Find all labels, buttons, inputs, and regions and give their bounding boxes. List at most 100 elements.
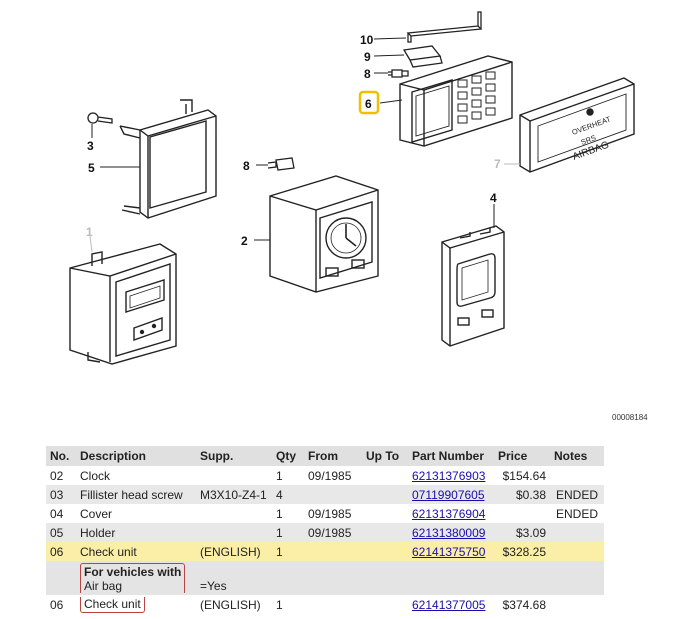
cell-upto [362, 523, 408, 542]
cell-no: 03 [46, 485, 76, 504]
part-number-link[interactable]: 62141375750 [412, 544, 486, 559]
cover-part-7 [519, 77, 635, 173]
cell-qty: 1 [276, 597, 283, 612]
col-header-from: From [304, 446, 362, 466]
note-description-box: Check unit [80, 596, 145, 613]
cell-from [304, 485, 362, 504]
col-header-no: No. [46, 446, 76, 466]
cell-description: Clock [80, 468, 111, 483]
cell-upto [362, 504, 408, 523]
cell-part-number: 62141375750 [408, 542, 494, 561]
digital-clock-part-1 [69, 243, 177, 365]
cell-description: Cover [80, 506, 113, 521]
callout-leaders [89, 37, 520, 253]
cell-supp [196, 504, 272, 523]
cover-part-4 [441, 225, 505, 347]
col-header-supp: Supp. [196, 446, 272, 466]
cell-description: Holder [76, 523, 196, 542]
cell-qty: 1 [276, 468, 283, 483]
note-condition: For vehicles with [84, 565, 182, 579]
check-unit-part-6 [399, 55, 513, 147]
cell-qty: 1 [272, 542, 304, 561]
cell-no: 06 [50, 597, 64, 612]
cell-notes: ENDED [555, 506, 598, 521]
callout-8-middle[interactable]: 8 [243, 159, 250, 173]
callout-7[interactable]: 7 [494, 157, 501, 171]
table-row: 02 Clock 1 09/1985 62131376903 $154.64 [46, 466, 604, 485]
parts-table: No. Description Supp. Qty From Up To Par… [46, 446, 604, 614]
table-row: 04 Cover 1 09/1985 62131376904 ENDED [46, 504, 604, 523]
cell-upto [362, 466, 408, 485]
cell-notes [550, 523, 604, 542]
cell-part-number: 07119907605 [408, 485, 494, 504]
note-option: Air bag [84, 579, 123, 593]
col-header-upto: Up To [362, 446, 408, 466]
callout-6[interactable]: 6 [365, 97, 372, 111]
table-row: 03 Fillister head screw M3X10-Z4-1 4 071… [46, 485, 604, 504]
cell-qty: 4 [272, 485, 304, 504]
cell-qty: 1 [272, 523, 304, 542]
callout-4[interactable]: 4 [490, 191, 497, 205]
cell-part-number: 62141377005 [408, 595, 494, 614]
cell-price: $374.68 [502, 597, 546, 612]
callout-10[interactable]: 10 [360, 33, 374, 47]
part-number-link[interactable]: 07119907605 [412, 487, 485, 502]
col-header-part-number: Part Number [408, 446, 494, 466]
callout-5[interactable]: 5 [88, 161, 95, 175]
col-header-description: Description [76, 446, 196, 466]
col-header-price: Price [494, 446, 550, 466]
cell-part-number: 62131380009 [408, 523, 494, 542]
cell-from: 09/1985 [308, 468, 352, 483]
cell-part-number: 62131376904 [408, 504, 494, 523]
cell-from: 09/1985 [304, 523, 362, 542]
cell-description: Check unit [76, 542, 196, 561]
note-value-cell: =Yes [196, 561, 272, 595]
cell-from [304, 542, 362, 561]
cell-supp: (ENGLISH) [196, 542, 272, 561]
cell-price: $0.38 [494, 485, 550, 504]
cell-no: 06 [46, 542, 76, 561]
note-condition-cell: For vehicles with Air bag [76, 561, 196, 595]
callout-8-top[interactable]: 8 [364, 67, 371, 81]
cell-supp: M3X10-Z4-1 [196, 485, 272, 504]
cell-supp: (ENGLISH) [200, 597, 261, 612]
cell-no: 05 [46, 523, 76, 542]
cell-description: Check unit [76, 595, 196, 614]
cell-price [494, 504, 550, 523]
cell-upto [362, 485, 408, 504]
cell-notes [550, 466, 604, 485]
note-condition-box: For vehicles with Air bag [80, 563, 186, 593]
callout-3[interactable]: 3 [87, 139, 94, 153]
cell-price: $3.09 [494, 523, 550, 542]
parts-diagram: OVERHEAT SRS AIRBAG [69, 11, 635, 365]
cell-description: Fillister head screw [76, 485, 196, 504]
cell-supp [196, 466, 272, 485]
callout-9[interactable]: 9 [364, 50, 371, 64]
part-number-link[interactable]: 62131376903 [412, 468, 486, 483]
screw-part-3 [87, 112, 113, 124]
callout-6-highlight [358, 90, 380, 115]
part-number-link[interactable]: 62131376904 [412, 506, 486, 521]
callout-1[interactable]: 1 [86, 225, 93, 239]
pin-part-8-top [388, 69, 409, 78]
part-number-link[interactable]: 62141377005 [412, 597, 486, 612]
note-filler [272, 561, 604, 595]
pin-part-8-middle [267, 157, 295, 171]
table-row: 05 Holder 1 09/1985 62131380009 $3.09 [46, 523, 604, 542]
cell-notes [550, 542, 604, 561]
table-row: 06 Check unit (ENGLISH) 1 62141377005 $3… [46, 595, 604, 614]
col-header-notes: Notes [550, 446, 604, 466]
part-number-link[interactable]: 62131380009 [412, 525, 486, 540]
cell-notes: ENDED [550, 485, 604, 504]
cell-no: 02 [50, 468, 64, 483]
table-row-selected[interactable]: 06 Check unit (ENGLISH) 1 62141375750 $3… [46, 542, 604, 561]
callout-2[interactable]: 2 [241, 234, 248, 248]
cell-upto [362, 595, 408, 614]
cell-no [46, 561, 76, 595]
bracket-part-10 [406, 11, 483, 43]
cell-upto [362, 542, 408, 561]
clock-part-2 [269, 175, 379, 293]
cover-engraving: OVERHEAT SRS AIRBAG [571, 114, 613, 162]
cell-part-number: 62131376903 [408, 466, 494, 485]
cell-from [304, 595, 362, 614]
